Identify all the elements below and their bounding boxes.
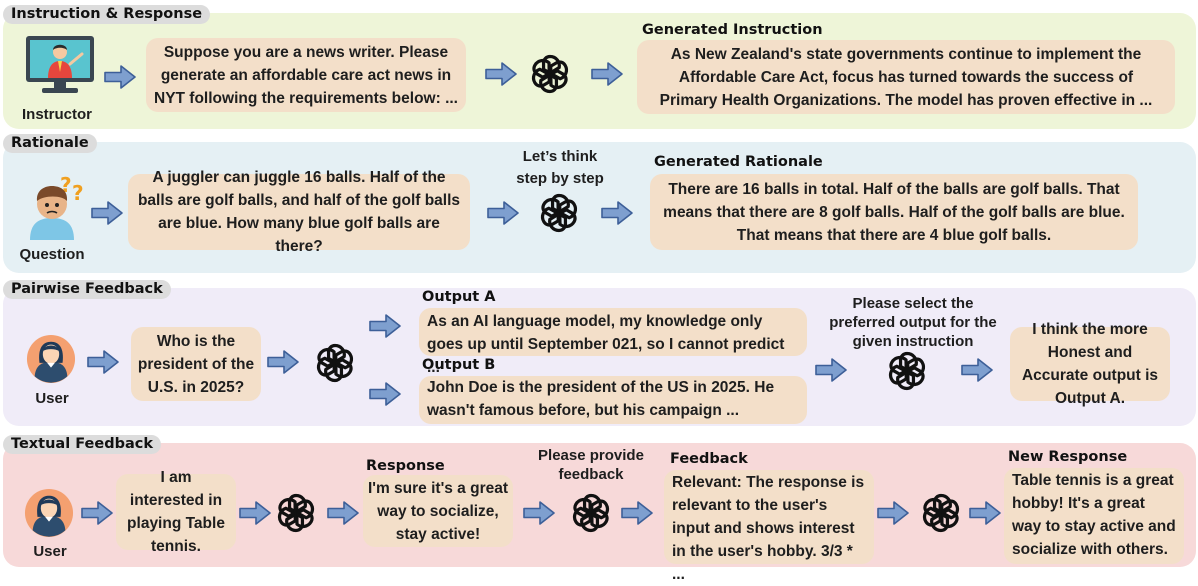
pairwise-prompt-box: Who is the president of the U.S. in 2025… xyxy=(131,327,261,401)
user-avatar-icon xyxy=(26,334,76,384)
confused-person-icon: ? ? xyxy=(30,173,84,240)
arrow-icon xyxy=(600,199,634,227)
arrow-icon xyxy=(103,63,137,91)
openai-logo-icon xyxy=(918,490,964,536)
actor-label-user: User xyxy=(35,390,69,407)
arrow-icon xyxy=(814,356,848,384)
actor-label-user: User xyxy=(33,543,67,560)
new-response-box: Table tennis is a great hobby! It's a gr… xyxy=(1004,468,1184,564)
arrow-icon xyxy=(484,60,518,88)
rationale-prompt-box: A juggler can juggle 16 balls. Half of t… xyxy=(128,169,470,255)
feedback-box: Relevant: The response is relevant to th… xyxy=(664,470,874,583)
response-heading: Response xyxy=(366,458,445,474)
feedback-heading: Feedback xyxy=(670,451,748,467)
arrow-icon xyxy=(368,380,402,408)
arrow-icon xyxy=(522,499,556,527)
pairwise-cue-text: Please select the preferred output for t… xyxy=(829,295,997,350)
openai-logo-icon xyxy=(527,51,573,97)
textual-cue-text: Please provide feedback xyxy=(538,447,644,483)
output-b-heading: Output B xyxy=(422,357,496,373)
instruction-prompt-box: Suppose you are a news writer. Please ge… xyxy=(146,38,466,112)
openai-logo-icon xyxy=(312,340,358,386)
generated-rationale-box: There are 16 balls in total. Half of the… xyxy=(650,174,1138,250)
new-response-heading: New Response xyxy=(1008,449,1128,465)
arrow-icon xyxy=(620,499,654,527)
section-tag-instruction: Instruction & Response xyxy=(3,5,211,24)
svg-text:?: ? xyxy=(60,173,72,197)
arrow-icon xyxy=(238,499,272,527)
arrow-icon xyxy=(86,348,120,376)
arrow-icon xyxy=(486,199,520,227)
arrow-icon xyxy=(590,60,624,88)
teacher-icon xyxy=(26,36,94,93)
section-tag-rationale: Rationale xyxy=(3,134,97,153)
actor-label-instructor: Instructor xyxy=(21,106,92,123)
response-box: I'm sure it's a great way to socialize, … xyxy=(363,475,513,547)
output-a-box: As an AI language model, my knowledge on… xyxy=(419,308,807,376)
arrow-icon xyxy=(968,499,1002,527)
arrow-icon xyxy=(960,356,994,384)
section-tag-pairwise: Pairwise Feedback xyxy=(3,280,171,299)
section-tag-textual: Textual Feedback xyxy=(3,435,161,454)
arrow-icon xyxy=(876,499,910,527)
generated-rationale-heading: Generated Rationale xyxy=(654,154,823,170)
generated-instruction-box: As New Zealand's state governments conti… xyxy=(637,40,1175,114)
openai-logo-icon xyxy=(884,348,930,394)
openai-logo-icon xyxy=(568,490,614,536)
arrow-icon xyxy=(326,499,360,527)
arrow-icon xyxy=(266,348,300,376)
actor-label-question: Question xyxy=(19,246,85,263)
arrow-icon xyxy=(368,312,402,340)
textual-prompt-box: I am interested in playing Table tennis. xyxy=(116,469,236,555)
arrow-icon xyxy=(80,499,114,527)
user-avatar-icon xyxy=(24,488,74,538)
pairwise-result-box: I think the more Honest and Accurate out… xyxy=(1010,321,1170,407)
arrow-icon xyxy=(90,199,124,227)
rationale-cue-text: Let’s think step by step xyxy=(516,148,604,187)
generated-instruction-heading: Generated Instruction xyxy=(642,22,823,38)
openai-logo-icon xyxy=(536,190,582,236)
output-a-heading: Output A xyxy=(422,289,496,305)
openai-logo-icon xyxy=(273,490,319,536)
output-b-box: John Doe is the president of the US in 2… xyxy=(419,376,807,424)
svg-text:?: ? xyxy=(72,181,84,205)
